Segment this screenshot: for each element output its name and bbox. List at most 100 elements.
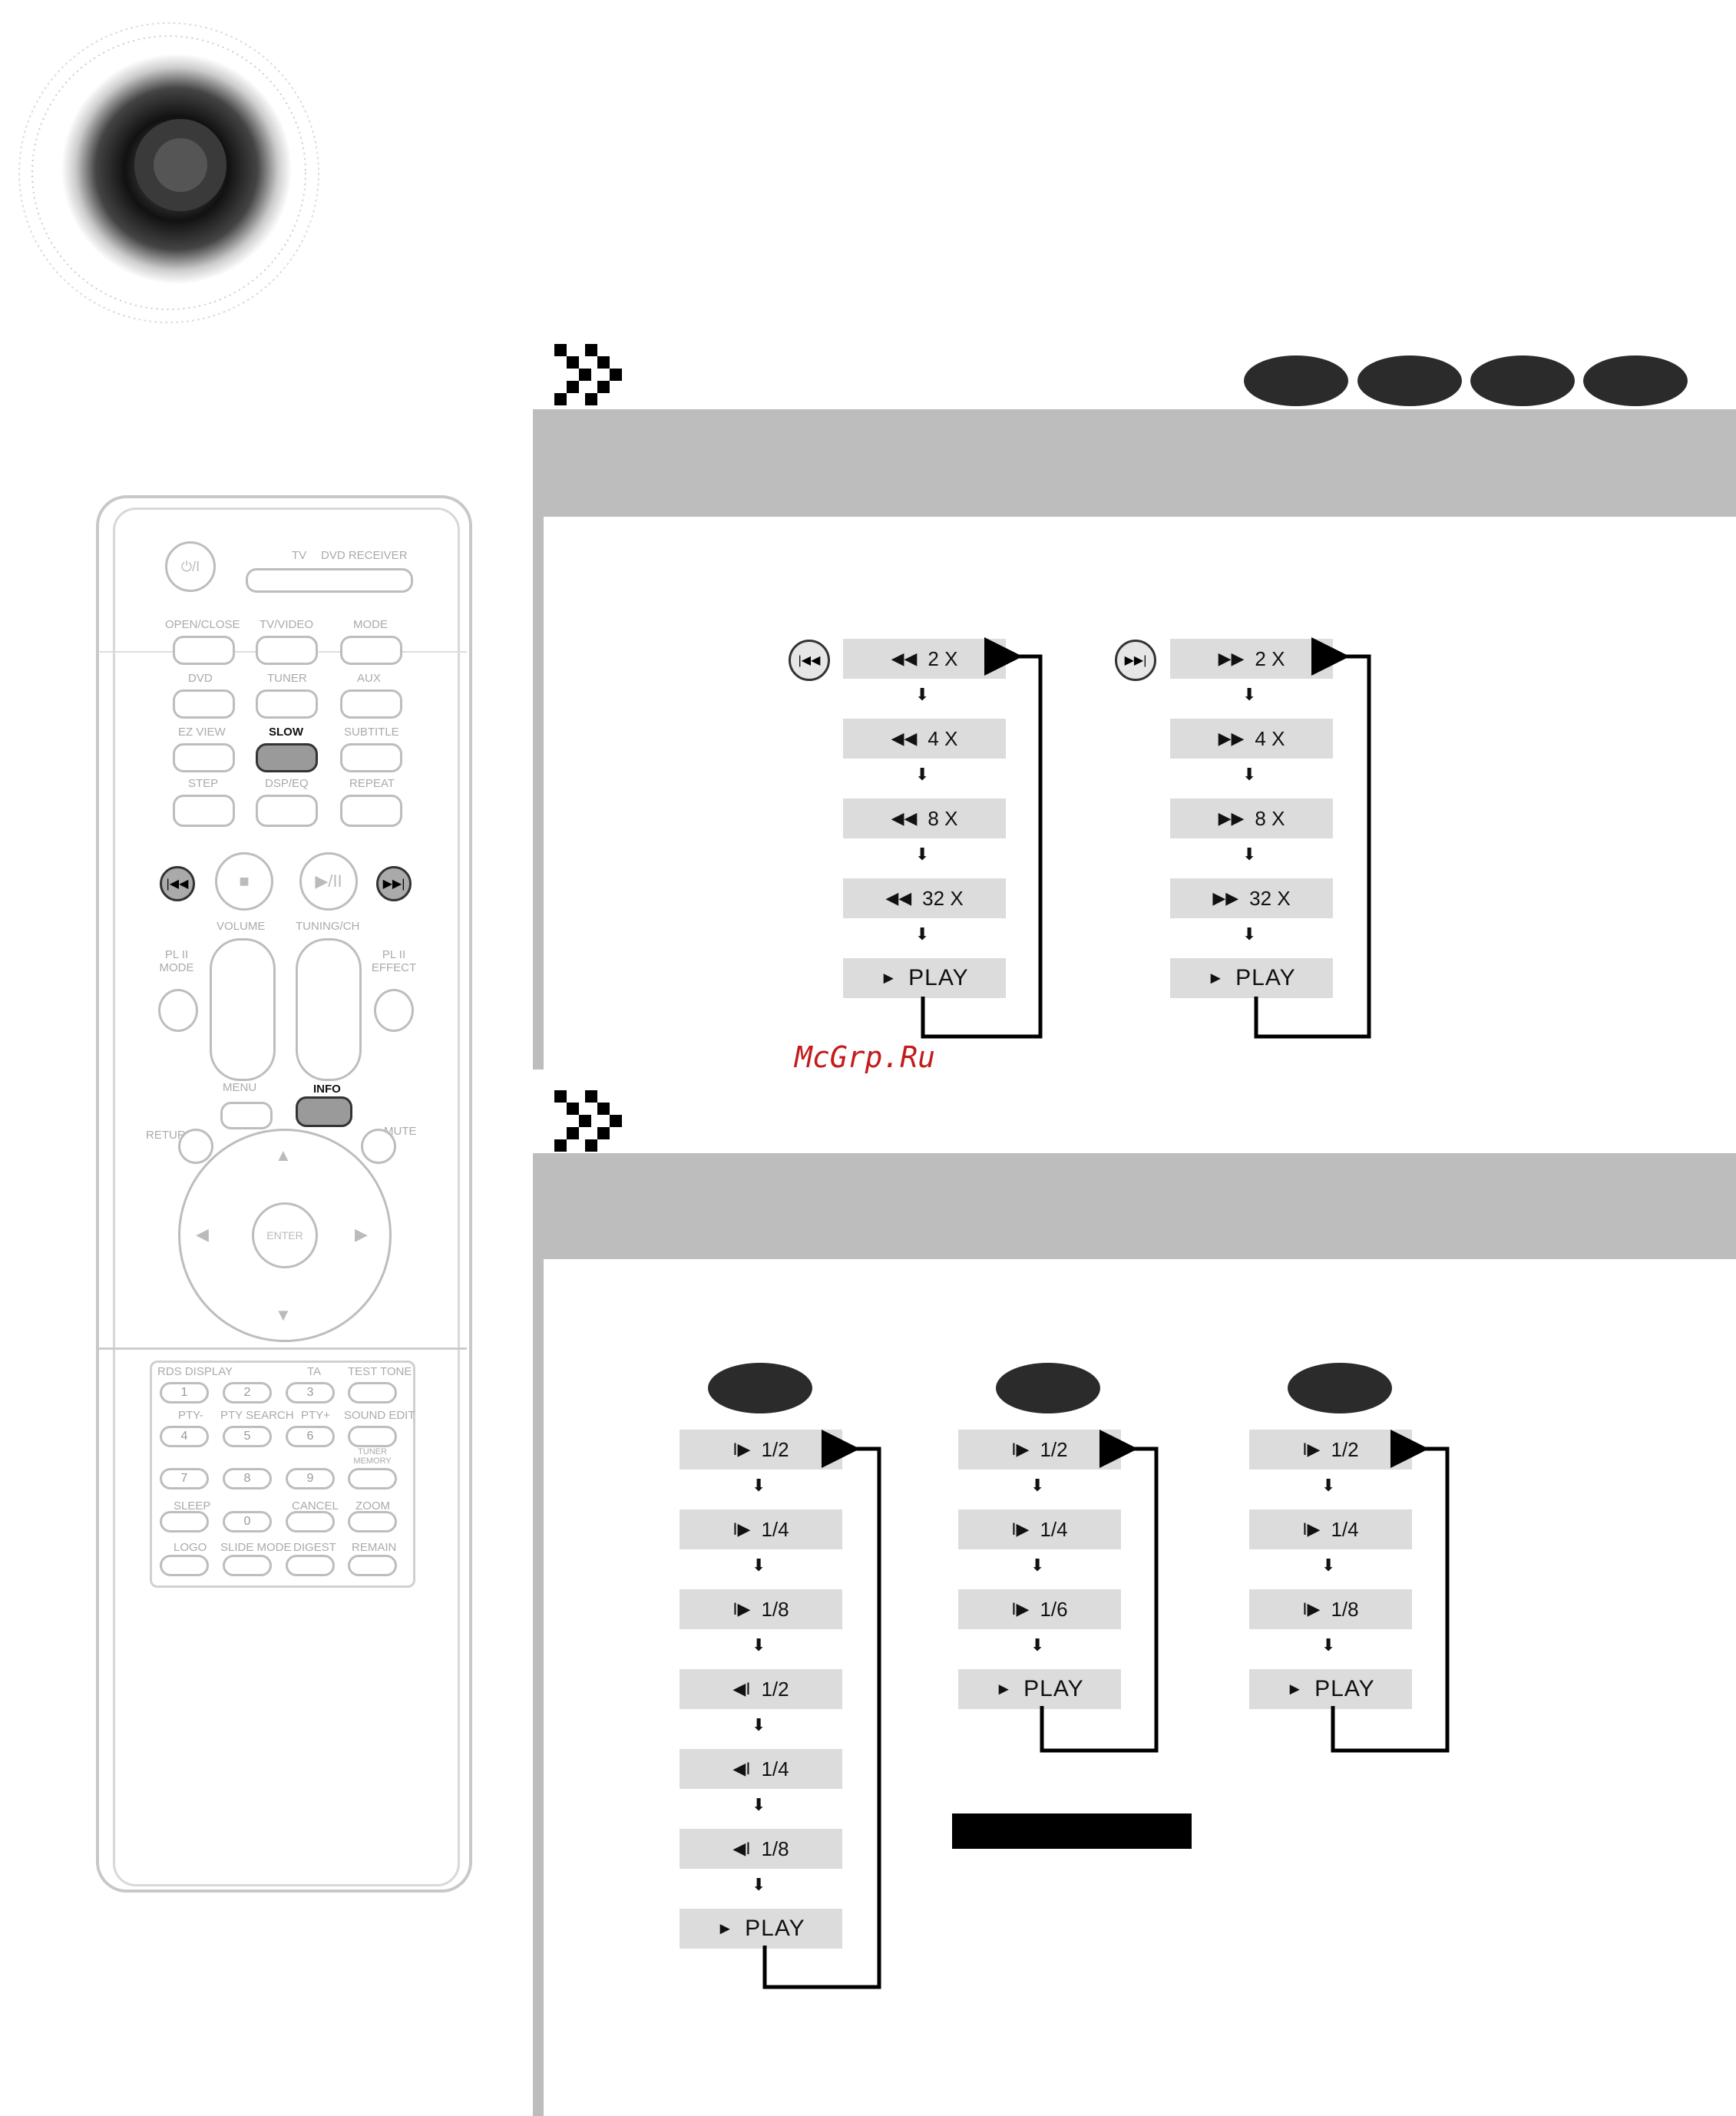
skip-back-button[interactable]: |◀◀	[160, 866, 195, 901]
repeat-label: REPEAT	[349, 777, 395, 790]
ntsc-pal-button[interactable]	[173, 743, 235, 772]
cancel-label: CANCEL	[292, 1499, 339, 1513]
digit-6-button[interactable]: 6	[286, 1426, 335, 1447]
step-label: PLAY	[745, 1916, 805, 1941]
down-arrow-icon: ⬇	[1321, 1476, 1336, 1495]
disc-type-pill	[1583, 355, 1688, 406]
sequence-step: I▶1/2	[958, 1430, 1121, 1470]
disc-type-pill	[1470, 355, 1575, 406]
play-pause-button[interactable]: ▶/II	[299, 852, 358, 911]
disc-type-pill	[996, 1363, 1100, 1413]
digit-0-button[interactable]: 0	[223, 1511, 272, 1532]
digit-7-button[interactable]: 7	[160, 1468, 209, 1489]
keypad-function-button[interactable]	[348, 1468, 397, 1489]
keypad-function-button[interactable]	[223, 1555, 272, 1576]
sequence-step: I▶1/8	[680, 1589, 842, 1629]
info-button[interactable]	[296, 1096, 352, 1127]
volume-label: VOLUME	[217, 920, 266, 933]
tuning-rocker[interactable]	[296, 938, 362, 1081]
dsp-eq-label: DSP/EQ	[265, 777, 309, 790]
mode-selector[interactable]	[246, 568, 413, 593]
step-button[interactable]	[173, 795, 235, 827]
disc-type-pill	[1357, 355, 1462, 406]
sleep-label: SLEEP	[174, 1499, 211, 1513]
keypad-function-button[interactable]	[160, 1555, 209, 1576]
keypad-function-button[interactable]	[286, 1555, 335, 1576]
keypad-function-button[interactable]	[348, 1511, 397, 1532]
sequence-step: I▶1/2	[680, 1430, 842, 1470]
return-button[interactable]	[178, 1129, 213, 1164]
sequence-step: I▶ 1/8	[1249, 1589, 1412, 1629]
open-close-button[interactable]	[173, 636, 235, 665]
aux-button[interactable]	[340, 689, 402, 719]
slide-mode-label: SLIDE MODE	[220, 1541, 292, 1554]
step-label: 1/4	[1040, 1517, 1068, 1541]
keypad-function-button[interactable]	[160, 1511, 209, 1532]
subtitle-label: SUBTITLE	[344, 726, 399, 739]
dimmer-button[interactable]	[256, 636, 318, 665]
band-button[interactable]	[256, 689, 318, 719]
down-arrow-icon: ⬇	[915, 924, 930, 944]
enter-button[interactable]: ENTER	[252, 1202, 318, 1268]
down-arrow-icon: ⬇	[752, 1476, 766, 1495]
step-glyph-icon: I▶	[1302, 1519, 1321, 1539]
digit-4-button[interactable]: 4	[160, 1426, 209, 1447]
power-button[interactable]: ⏻/I	[165, 541, 216, 592]
digit-1-button[interactable]: 1	[160, 1382, 209, 1404]
step-glyph-icon: I▶	[732, 1440, 751, 1459]
sequence-step: ▶▶2 X	[1170, 639, 1333, 679]
pl-mode-button[interactable]	[158, 989, 198, 1032]
down-arrow-icon: ⬇	[1321, 1556, 1336, 1575]
menu-button[interactable]	[220, 1102, 273, 1129]
mode-button[interactable]	[340, 636, 402, 665]
ez-view-label: EZ VIEW	[178, 726, 226, 739]
dsp-eq-button[interactable]	[256, 795, 318, 827]
disc-type-pill	[1288, 1363, 1392, 1413]
watermark: McGrp.Ru	[795, 1040, 936, 1074]
info-label: INFO	[313, 1083, 341, 1096]
step-label: 8 X	[928, 806, 958, 830]
down-arrow-icon: ⬇	[752, 1635, 766, 1655]
mute-button[interactable]	[361, 1129, 396, 1164]
keypad-function-button[interactable]	[348, 1382, 397, 1404]
step-label: 1/8	[761, 1837, 789, 1860]
step-label: 32 X	[1249, 886, 1291, 910]
pty-minus-label: PTY-	[178, 1409, 203, 1422]
slow-button[interactable]	[256, 743, 318, 772]
digit-9-button[interactable]: 9	[286, 1468, 335, 1489]
stop-button[interactable]: ■	[215, 852, 273, 911]
arrow-right-icon[interactable]: ▶	[355, 1225, 368, 1244]
arrow-left-icon[interactable]: ◀	[196, 1225, 209, 1244]
step-glyph-icon: ▶▶	[1218, 729, 1245, 748]
down-arrow-icon: ⬇	[752, 1556, 766, 1575]
down-arrow-icon: ⬇	[1030, 1635, 1045, 1655]
navigation-pad[interactable]	[178, 1129, 392, 1342]
arrow-down-icon[interactable]: ▼	[275, 1305, 292, 1324]
digit-2-button[interactable]: 2	[223, 1382, 272, 1404]
keypad-function-button[interactable]	[348, 1426, 397, 1447]
down-arrow-icon: ⬇	[915, 765, 930, 784]
volume-rocker[interactable]	[210, 938, 276, 1081]
step-label: 1/4	[761, 1757, 789, 1780]
remote-divider	[98, 1347, 467, 1350]
repeat-button[interactable]	[340, 795, 402, 827]
arrow-up-icon[interactable]: ▲	[275, 1146, 292, 1165]
step-glyph-icon: I▶	[1302, 1599, 1321, 1618]
sequence-step: ►PLAY	[680, 1909, 842, 1949]
digit-3-button[interactable]: 3	[286, 1382, 335, 1404]
sequence-step: ►PLAY	[843, 958, 1006, 998]
tv-video-label: TV/VIDEO	[260, 618, 314, 631]
keypad-function-button[interactable]	[286, 1511, 335, 1532]
step-label: 2 X	[928, 646, 958, 670]
pl-effect-button[interactable]	[374, 989, 414, 1032]
keypad-function-button[interactable]	[348, 1555, 397, 1576]
skip-forward-button[interactable]: ▶▶|	[376, 866, 412, 901]
digit-5-button[interactable]: 5	[223, 1426, 272, 1447]
step-label: 1/8	[1331, 1597, 1359, 1621]
sequence-step: I▶1/4	[958, 1509, 1121, 1549]
digit-8-button[interactable]: 8	[223, 1468, 272, 1489]
section1-header-bar	[533, 409, 1736, 517]
dvd-button[interactable]	[173, 689, 235, 719]
subtitle-button[interactable]	[340, 743, 402, 772]
